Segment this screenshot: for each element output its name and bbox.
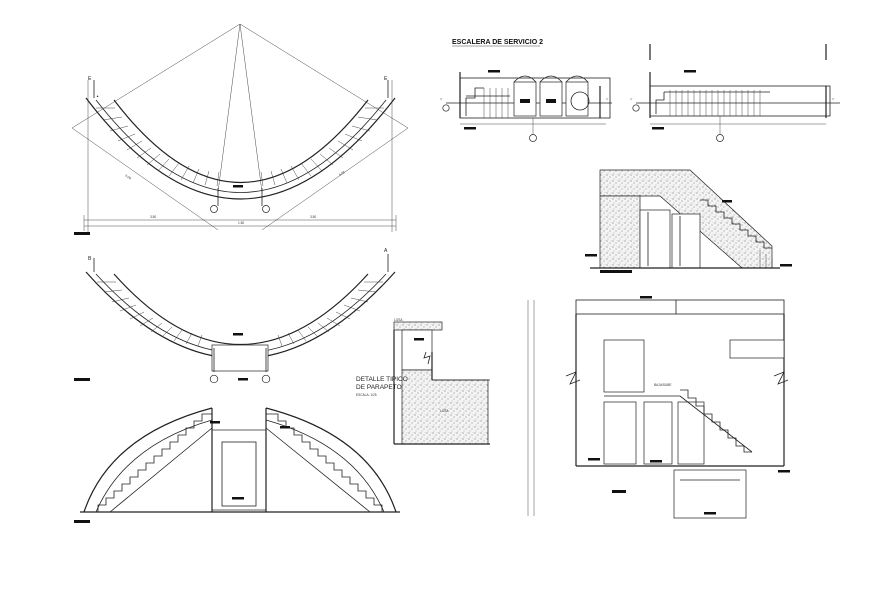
- service-stair-plan-b: ▽ ▽: [630, 44, 840, 142]
- detail-title-line2: DE PARAPETO: [356, 384, 402, 391]
- svg-text:▽: ▽: [440, 97, 443, 101]
- axis-label-b: B: [88, 256, 92, 262]
- svg-text:▽: ▽: [832, 97, 835, 101]
- curved-stair-plan-upper: 3.50 3.50 1.50 6.08 6.08 ▲ E E: [71, 23, 409, 235]
- label-losa-top: LOSA: [394, 318, 403, 322]
- svg-text:▽: ▽: [630, 97, 633, 101]
- svg-text:3.50: 3.50: [150, 215, 156, 219]
- building-section-elevation: BAJA/SUBE: [527, 296, 790, 519]
- drawing-title: ESCALERA DE SERVICIO 2: [452, 39, 543, 46]
- axis-label-a: A: [384, 248, 388, 254]
- tag-text: BAJA/SUBE: [654, 383, 672, 387]
- parapet-detail: LOSA LOSA DETALLE TIPICO DE PARAPETO ESC…: [356, 318, 490, 445]
- curved-stair-section: [74, 407, 400, 523]
- svg-text:6.08: 6.08: [124, 174, 132, 181]
- svg-text:1.50: 1.50: [238, 221, 244, 225]
- svg-text:6.08: 6.08: [338, 170, 346, 177]
- svg-text:▲: ▲: [96, 94, 99, 98]
- detail-title-line1: DETALLE TIPICO: [356, 376, 408, 383]
- svg-text:▽: ▽: [606, 97, 609, 101]
- detail-scale: ESCALA: 1/25: [356, 393, 377, 397]
- service-stair-plan-a: ▽ ▽: [440, 70, 612, 142]
- svg-text:3.50: 3.50: [310, 215, 316, 219]
- scale-bar: [74, 232, 90, 235]
- curved-stair-plan-lower: B A: [74, 248, 396, 384]
- label-losa: LOSA: [440, 409, 449, 413]
- axis-label-e-right: E: [384, 76, 388, 82]
- axis-label-e-left: E: [88, 76, 92, 82]
- stair-section-hatched: [585, 169, 792, 273]
